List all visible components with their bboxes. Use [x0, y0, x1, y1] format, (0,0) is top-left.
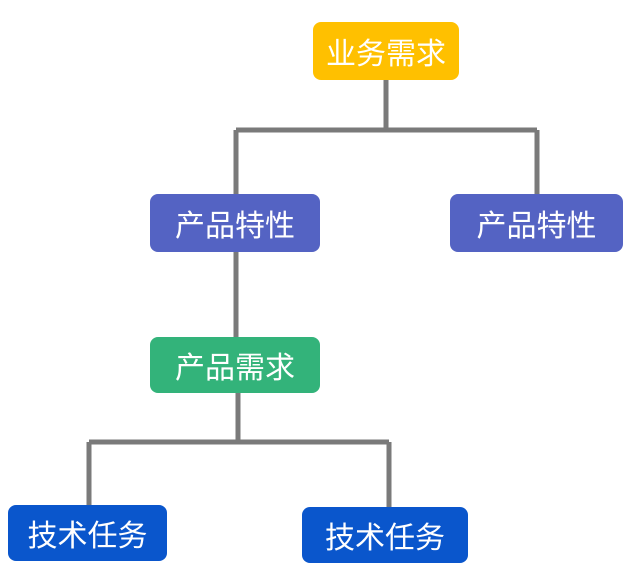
- product-requirement-node: 产品需求: [150, 337, 320, 393]
- technical-task-node-left: 技术任务: [8, 505, 167, 561]
- connector-product-to-tasks: [86, 393, 392, 507]
- business-requirement-label: 业务需求: [326, 37, 446, 72]
- product-feature-node-left: 产品特性: [150, 194, 320, 252]
- technical-task-node-right: 技术任务: [302, 507, 468, 563]
- product-feature-node-right: 产品特性: [450, 194, 623, 252]
- product-feature-label-left: 产品特性: [175, 209, 295, 244]
- product-feature-label-right: 产品特性: [476, 209, 597, 244]
- technical-task-label-right: 技术任务: [325, 521, 445, 556]
- connector-business-to-features: [233, 80, 540, 194]
- technical-task-label-left: 技术任务: [27, 519, 148, 554]
- product-requirement-label: 产品需求: [175, 351, 295, 386]
- business-requirement-node: 业务需求: [313, 22, 459, 80]
